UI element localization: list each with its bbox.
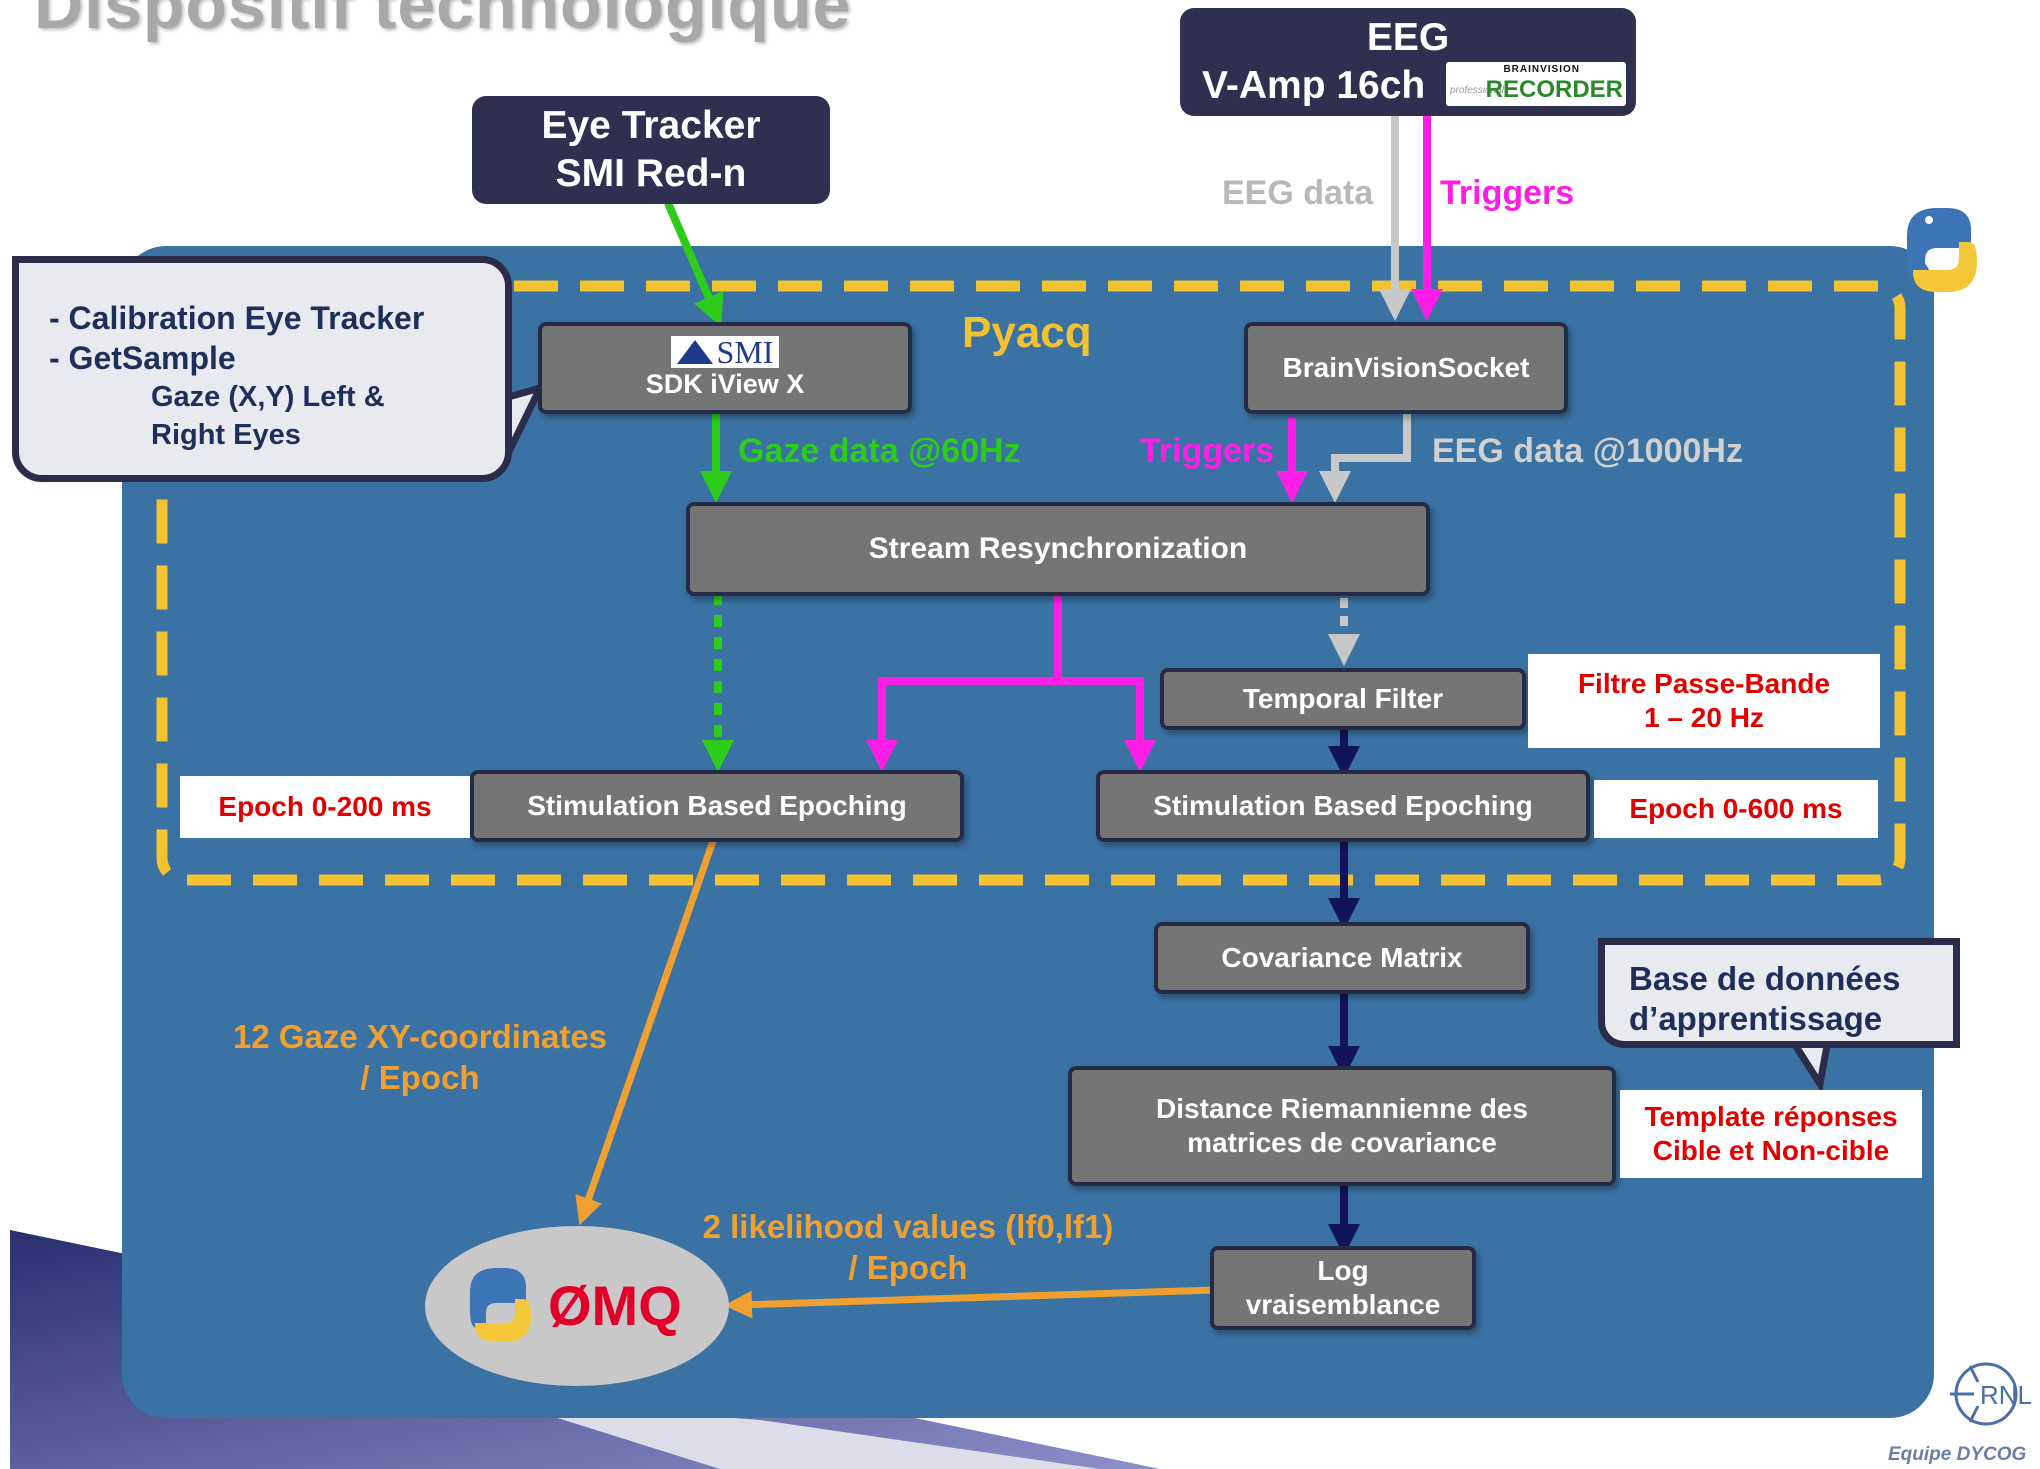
epoch-right-box[interactable]: Stimulation Based Epoching [1096, 770, 1590, 842]
logo-small-text: professional [1450, 85, 1504, 96]
epoch-left-label: Stimulation Based Epoching [527, 790, 907, 821]
gaze-xy-line1: 12 Gaze XY-coordinates [232, 1018, 608, 1055]
template-note-line1: Template réponses [1644, 1101, 1898, 1132]
sdk-label: SDK iView X [645, 369, 805, 399]
triggers-mid-label: Triggers [1140, 432, 1275, 470]
brainvision-socket-label: BrainVisionSocket [1282, 352, 1530, 383]
zmq-python-icon [470, 1268, 531, 1342]
eye-tracker-box: Eye Tracker SMI Red-n [472, 96, 830, 204]
crnl-logo [1950, 1362, 2018, 1426]
team-label: Equipe DYCOG [1888, 1444, 2027, 1465]
stream-resync-box[interactable]: Stream Resynchronization [686, 502, 1430, 596]
pyacq-label: Pyacq [962, 308, 1092, 357]
eeg-line1: EEG [1366, 16, 1450, 59]
smi-logo-icon [676, 340, 713, 364]
temporal-filter-box[interactable]: Temporal Filter [1160, 668, 1526, 730]
resync-trigger-branch [866, 593, 1062, 772]
epoch-right-label: Stimulation Based Epoching [1153, 790, 1533, 821]
callout-db-line2: d’apprentissage [1629, 1000, 1883, 1037]
eye-tracker-line2: SMI Red-n [555, 152, 747, 195]
callout-item-eyes: Right Eyes [151, 419, 301, 451]
gaze-xy-line2: / Epoch [360, 1059, 480, 1096]
log-likelihood-box[interactable]: Log vraisemblance [1210, 1246, 1476, 1330]
sdk-iview-box[interactable]: SMI SDK iView X [538, 322, 912, 414]
zmq-ellipse [425, 1226, 729, 1386]
gaze-data-label: Gaze data @60Hz [738, 432, 1021, 470]
logo-main-text: RECORDER [1485, 76, 1623, 103]
gaze-xy-arrow [575, 836, 718, 1226]
likelihood-arrow [724, 1286, 1216, 1319]
pyacq-region [156, 280, 1906, 886]
smi-logo: SMI [670, 334, 780, 370]
resync-trigger-branch-right [1058, 677, 1156, 772]
brainvision-recorder-logo: BRAINVISION professional RECORDER [1446, 62, 1626, 106]
epoch-right-note: Epoch 0-600 ms [1594, 780, 1878, 838]
template-note-line2: Cible et Non-cible [1652, 1135, 1890, 1166]
log-line1: Log [1317, 1255, 1369, 1286]
brainvision-socket-box[interactable]: BrainVisionSocket [1244, 322, 1568, 414]
eeg-rate-label: EEG data @1000Hz [1432, 432, 1743, 470]
likelihood-line2: / Epoch [848, 1249, 968, 1286]
log-line2: vraisemblance [1245, 1289, 1441, 1320]
covariance-label: Covariance Matrix [1221, 942, 1463, 973]
eeg-box: EEG V-Amp 16ch BRAINVISION professional … [1180, 8, 1636, 116]
eye-tracker-arrow [664, 201, 724, 327]
eeg-data-label: EEG data [1222, 174, 1374, 212]
filter-note-line2: 1 – 20 Hz [1644, 702, 1764, 733]
callout-training-db: Base de données d’apprentissage [1598, 938, 1960, 1048]
callout-item-calibration: - Calibration Eye Tracker [49, 300, 425, 336]
covariance-box[interactable]: Covariance Matrix [1154, 922, 1530, 994]
crnl-logo-text: RNL [1980, 1380, 2033, 1410]
epoch-left-box[interactable]: Stimulation Based Epoching [470, 770, 964, 842]
logo-top-text: BRAINVISION [1503, 64, 1580, 75]
filter-note-line1: Filtre Passe-Bande [1577, 668, 1831, 699]
distance-line2: matrices de covariance [1187, 1127, 1497, 1158]
callout-item-gaze: Gaze (X,Y) Left & [151, 381, 385, 413]
python-logo [1907, 208, 1977, 292]
filter-note: Filtre Passe-Bande 1 – 20 Hz [1528, 654, 1880, 748]
epoch-left-note: Epoch 0-200 ms [180, 776, 470, 838]
eeg-rate-arrow [1319, 412, 1411, 503]
likelihood-line1: 2 likelihood values (lf0,lf1) [702, 1208, 1114, 1245]
stream-resync-label: Stream Resynchronization [868, 532, 1248, 565]
temporal-filter-label: Temporal Filter [1242, 683, 1444, 714]
callout-db-line1: Base de données [1629, 960, 1901, 997]
callout-item-getsample: - GetSample [49, 340, 236, 376]
template-note: Template réponses Cible et Non-cible [1620, 1090, 1922, 1178]
callout-calibration: - Calibration Eye Tracker - GetSample Ga… [12, 256, 512, 482]
zmq-label: ØMQ [548, 1274, 682, 1337]
distance-box[interactable]: Distance Riemannienne des matrices de co… [1068, 1066, 1616, 1186]
triggers-top-label: Triggers [1440, 174, 1575, 212]
likelihood-label: 2 likelihood values (lf0,lf1) / Epoch [688, 1206, 1128, 1288]
gaze-xy-label: 12 Gaze XY-coordinates / Epoch [222, 1016, 618, 1098]
distance-line1: Distance Riemannienne des [1156, 1093, 1528, 1124]
smi-logo-text: SMI [716, 334, 774, 370]
eeg-line2: V-Amp 16ch [1202, 64, 1426, 107]
page-title: Dispositif technologique [34, 0, 852, 43]
eye-tracker-line1: Eye Tracker [541, 104, 761, 147]
